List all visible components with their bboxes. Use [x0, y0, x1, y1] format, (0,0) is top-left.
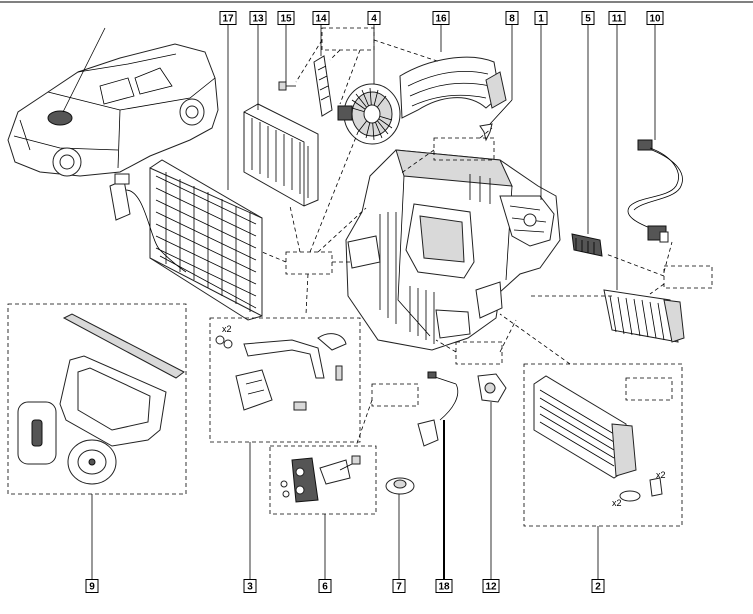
blower-motor	[337, 83, 401, 145]
callout-number: 2	[595, 582, 601, 593]
screws-quantity: x2	[656, 470, 666, 480]
callout-13: 13	[249, 11, 267, 25]
callout-number: 1	[538, 14, 544, 25]
actuator-part-12	[477, 373, 507, 403]
callout-10: 10	[646, 11, 664, 25]
callout-16: 16	[432, 11, 450, 25]
callout-18: 18	[435, 579, 453, 593]
callout-number: 3	[247, 582, 253, 593]
cap-part-7	[385, 477, 415, 495]
evaporator	[109, 159, 263, 321]
vehicle-illustration	[7, 27, 219, 177]
callout-number: 16	[435, 14, 447, 25]
callout-leaders	[91, 24, 656, 580]
expansion-valve-box	[269, 445, 377, 515]
heater-core-box: x2 x2	[523, 363, 683, 527]
callout-12: 12	[482, 579, 500, 593]
callout-3: 3	[243, 579, 257, 593]
oring-quantity: x2	[612, 498, 622, 508]
callout-number: 12	[485, 582, 497, 593]
callout-number: 15	[280, 14, 292, 25]
resistor-part-14	[313, 55, 333, 117]
callout-5: 5	[581, 11, 595, 25]
reference-boxes	[285, 27, 713, 407]
clip-part-8	[479, 123, 493, 142]
pollen-filter	[243, 103, 319, 207]
callout-7: 7	[392, 579, 406, 593]
seals-quantity: x2	[222, 324, 232, 334]
air-intake-duct	[399, 56, 507, 119]
callout-number: 14	[315, 14, 327, 25]
callout-number: 6	[322, 582, 328, 593]
dashed-arrows	[261, 39, 673, 447]
callout-15: 15	[277, 11, 295, 25]
pipes-kit-box: x2	[209, 317, 361, 443]
callout-4: 4	[367, 11, 381, 25]
callout-6: 6	[318, 579, 332, 593]
callout-number: 7	[396, 582, 402, 593]
callout-2: 2	[591, 579, 605, 593]
callout-number: 11	[612, 14, 623, 25]
callout-8: 8	[505, 11, 519, 25]
callout-number: 8	[509, 14, 515, 25]
resistor-part-5	[571, 233, 603, 257]
callout-number: 4	[371, 14, 377, 25]
callout-number: 13	[252, 14, 264, 25]
callout-17: 17	[219, 11, 237, 25]
callout-number: 5	[585, 14, 591, 25]
wiring-harness	[627, 139, 683, 243]
callout-9: 9	[85, 579, 99, 593]
callout-number: 17	[222, 14, 234, 25]
callout-number: 18	[438, 582, 450, 593]
temperature-sensor	[417, 371, 459, 447]
callout-1: 1	[534, 11, 548, 25]
ptc-heater	[603, 289, 685, 343]
callout-14: 14	[312, 11, 330, 25]
hvac-housing	[345, 149, 561, 351]
callout-number: 10	[649, 14, 661, 25]
callout-11: 11	[608, 11, 626, 25]
seals-kit-box	[7, 303, 187, 495]
screw-part-15	[278, 81, 296, 91]
callout-number: 9	[89, 582, 95, 593]
